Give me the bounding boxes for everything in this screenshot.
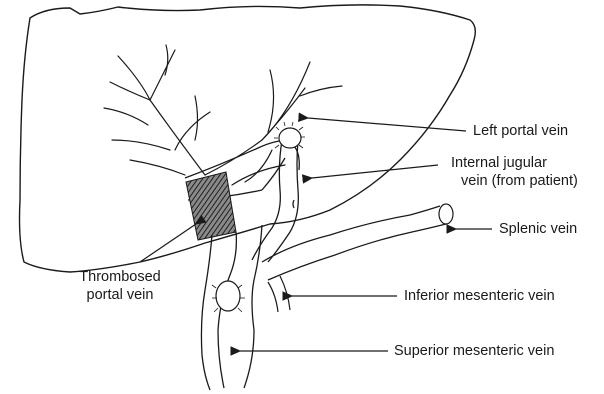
arrow-left-portal-vein xyxy=(308,118,466,131)
thrombosed-segment xyxy=(186,172,236,240)
intrahepatic-branches xyxy=(104,45,342,185)
arrow-internal-jugular-vein xyxy=(312,165,438,178)
liver-outline xyxy=(20,5,476,272)
splenic-vein xyxy=(262,204,453,280)
label-inferior-mesenteric-vein: Inferior mesenteric vein xyxy=(404,287,555,305)
lower-anastomosis xyxy=(212,281,245,312)
label-thrombosed-line1: Thrombosed xyxy=(58,268,182,286)
inferior-mesenteric-vein xyxy=(268,276,290,312)
label-superior-mesenteric-vein: Superior mesenteric vein xyxy=(394,342,554,360)
leader-lines xyxy=(140,118,492,351)
label-splenic-vein: Splenic vein xyxy=(499,220,577,238)
label-internal-jugular-line1: Internal jugular xyxy=(451,154,547,172)
upper-anastomosis xyxy=(274,122,305,148)
label-internal-jugular-line2: vein (from patient) xyxy=(461,172,578,190)
label-left-portal-vein: Left portal vein xyxy=(473,122,568,140)
label-thrombosed-line2: portal vein xyxy=(58,286,182,304)
internal-jugular-graft xyxy=(252,140,299,262)
arrow-thrombosed-portal-vein xyxy=(140,224,196,262)
